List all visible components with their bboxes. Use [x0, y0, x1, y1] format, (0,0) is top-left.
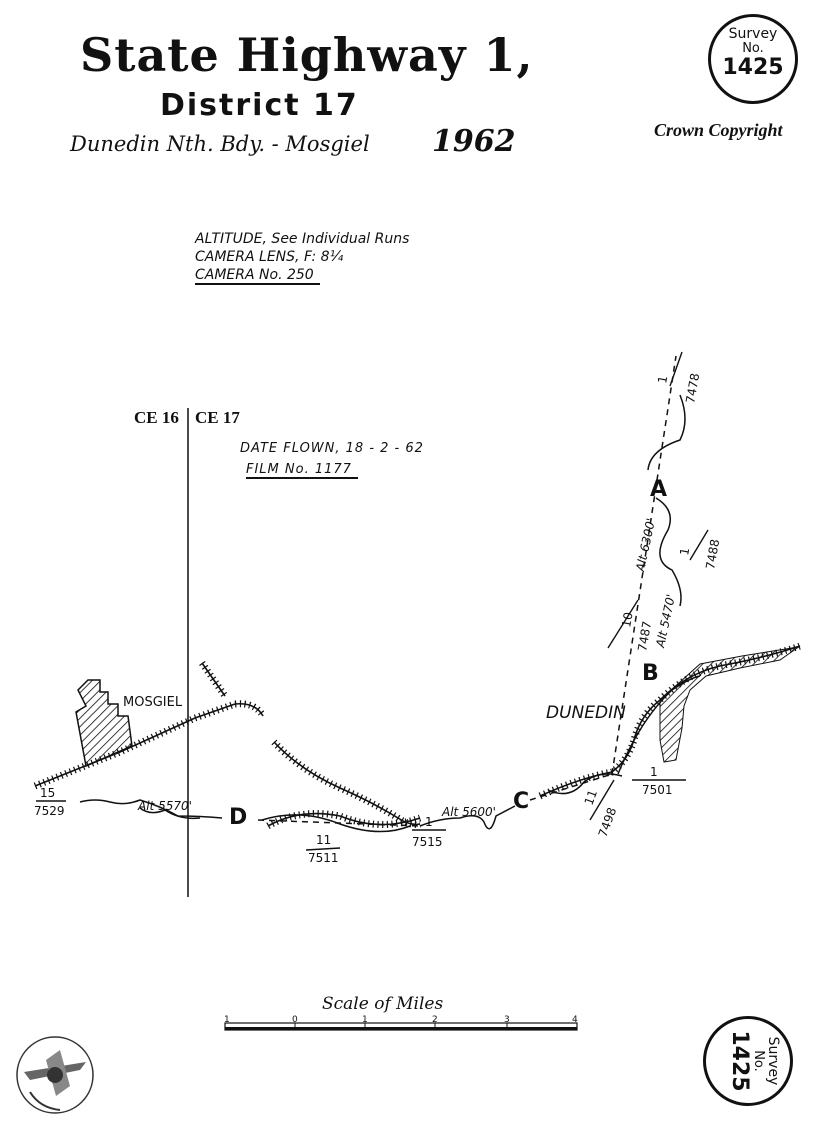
seal-number: 1425	[722, 55, 784, 80]
scale-tick: 1	[224, 1015, 230, 1025]
camera-lens-note: CAMERA LENS, F: 8¼	[195, 249, 344, 265]
run-label-1-c: 1	[425, 815, 433, 829]
camera-number-note: CAMERA No. 250	[195, 267, 320, 285]
place-label-dunedin: DUNEDIN	[546, 703, 626, 723]
map-title: State Highway 1,	[80, 28, 534, 82]
photo-label-7501: 7501	[642, 783, 673, 797]
point-label-d: D	[229, 805, 248, 830]
scale-tick: 4	[572, 1015, 578, 1025]
seal-no-label: No.	[742, 41, 764, 56]
scale-tick: 0	[292, 1015, 298, 1025]
photo-label-7478: 7478	[683, 372, 702, 405]
altitude-label-b: Alt 5470'	[653, 593, 678, 650]
point-label-c: C	[513, 789, 530, 814]
scale-tick: 3	[504, 1015, 510, 1025]
date-flown-note: DATE FLOWN, 18 - 2 - 62	[240, 441, 424, 456]
run-label-1-top: 1	[655, 375, 670, 385]
scale-tick: 1	[362, 1015, 368, 1025]
scale-title: Scale of Miles	[322, 994, 444, 1014]
run-label-10: 10	[619, 611, 635, 628]
photo-marks	[36, 351, 709, 851]
scale-bar	[224, 1022, 578, 1031]
altitude-note: ALTITUDE, See Individual Runs	[195, 231, 410, 247]
photo-label-7498: 7498	[596, 806, 620, 839]
altitude-label-c: Alt 5600'	[441, 805, 496, 819]
survey-seal: Survey No. 1425	[708, 14, 798, 104]
point-label-b: B	[642, 661, 659, 686]
run-label-1-a: 1	[677, 547, 692, 557]
zone-label-left: CE 16	[134, 408, 179, 427]
film-number-note: FILM No. 1177	[246, 462, 358, 479]
mosgiel-town-block	[75, 679, 133, 768]
altitude-label-d: Alt 5570'	[137, 799, 192, 813]
seal-word: Survey	[728, 26, 778, 42]
route-label: Dunedin Nth. Bdy. - Mosgiel	[70, 132, 370, 156]
photo-label-7488: 7488	[703, 538, 722, 571]
scale-tick: 2	[432, 1015, 438, 1025]
photo-label-7487: 7487	[635, 620, 654, 653]
altitude-label-a: Alt 6300'	[633, 517, 658, 574]
district-label: District 17	[160, 88, 359, 123]
road-lines	[261, 675, 701, 833]
year-label: 1962	[432, 124, 516, 159]
dunedin-hill-hatching	[659, 645, 801, 763]
flight-runs	[79, 355, 686, 830]
point-label-a: A	[650, 477, 668, 502]
photo-label-7515: 7515	[412, 835, 443, 849]
photo-label-7511: 7511	[308, 851, 339, 865]
photo-label-7529: 7529	[34, 804, 65, 818]
run-label-11-c: 11	[582, 788, 600, 807]
aerial-mapping-logo	[16, 1036, 94, 1114]
place-label-mosgiel: MOSGIEL	[123, 695, 183, 710]
railway-mosgiel	[33, 660, 267, 790]
run-label-1-b: 1	[650, 765, 658, 779]
copyright-label: Crown Copyright	[654, 120, 783, 140]
run-label-11-d: 11	[316, 833, 331, 847]
zone-label-right: CE 17	[195, 408, 240, 427]
run-label-15: 15	[40, 786, 55, 800]
